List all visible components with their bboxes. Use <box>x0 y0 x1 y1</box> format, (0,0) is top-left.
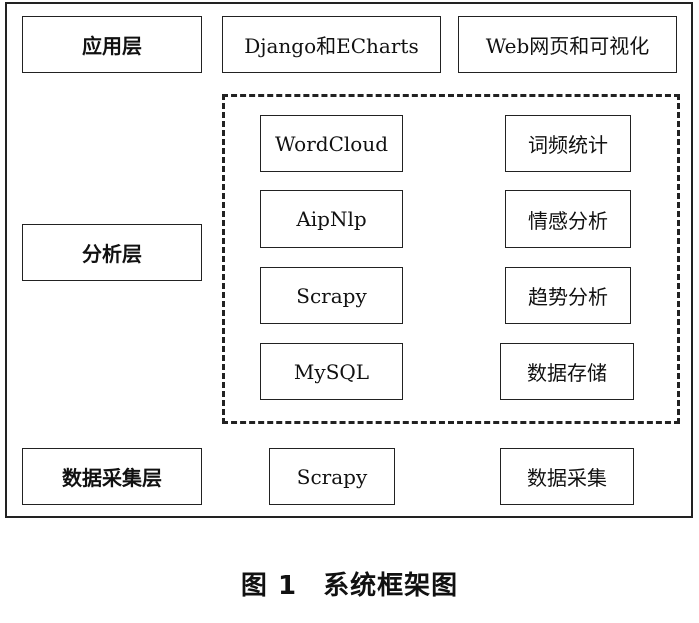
collection-layer-label: 数据采集层 <box>22 448 202 505</box>
data-collection-box: 数据采集 <box>500 448 634 505</box>
diagram-frame <box>5 2 693 518</box>
aipnlp-box: AipNlp <box>260 190 403 248</box>
analysis-dashed-group <box>222 94 680 424</box>
web-visualization-box: Web网页和可视化 <box>458 16 677 73</box>
figure-caption: 图 1 系统框架图 <box>0 565 699 602</box>
analysis-layer-label: 分析层 <box>22 224 202 281</box>
trend-analysis-box: 趋势分析 <box>505 267 631 324</box>
django-echarts-box: Django和ECharts <box>222 16 441 73</box>
figure-number: 图 1 <box>240 571 298 601</box>
scrapy-analysis-box: Scrapy <box>260 267 403 324</box>
application-layer-label: 应用层 <box>22 16 202 73</box>
scrapy-collection-box: Scrapy <box>269 448 395 505</box>
figure-title: 系统框架图 <box>323 571 459 601</box>
wordcloud-box: WordCloud <box>260 115 403 172</box>
word-frequency-box: 词频统计 <box>505 115 631 172</box>
mysql-box: MySQL <box>260 343 403 400</box>
data-storage-box: 数据存储 <box>500 343 634 400</box>
sentiment-analysis-box: 情感分析 <box>505 190 631 248</box>
